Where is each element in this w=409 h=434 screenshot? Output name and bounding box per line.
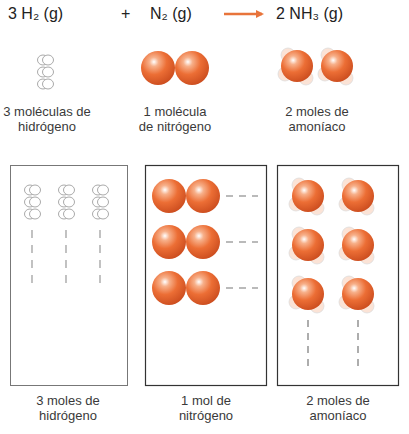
ammonia-molecule [318, 48, 353, 85]
mole-box [146, 166, 267, 386]
mole-box [278, 166, 399, 386]
mole-caption: 3 moles de hidrógeno [23, 393, 113, 423]
equation-term: N₂ (g) [150, 4, 192, 24]
reaction-arrow [224, 13, 262, 16]
molecule-caption: 1 molécula de nitrógeno [135, 104, 215, 134]
ammonia-moles [289, 178, 374, 372]
mole-caption: 2 moles de amoníaco [293, 393, 383, 423]
molecule-caption: 3 moléculas de hidrógeno [3, 104, 91, 134]
mole-box [11, 166, 128, 386]
mole-caption: 1 mol de nitrógeno [166, 393, 246, 423]
equation-term: 2 NH₃ (g) [276, 4, 343, 24]
nitrogen-molecule [141, 51, 209, 85]
equation-term: 3 H₂ (g) [8, 4, 63, 24]
hydrogen-moles [25, 185, 109, 290]
equation-operator: + [121, 4, 130, 24]
molecule-caption: 2 moles de amoníaco [272, 104, 362, 134]
hydrogen-molecules [38, 55, 54, 89]
nitrogen-moles [152, 179, 258, 305]
ammonia-molecule [278, 48, 313, 85]
